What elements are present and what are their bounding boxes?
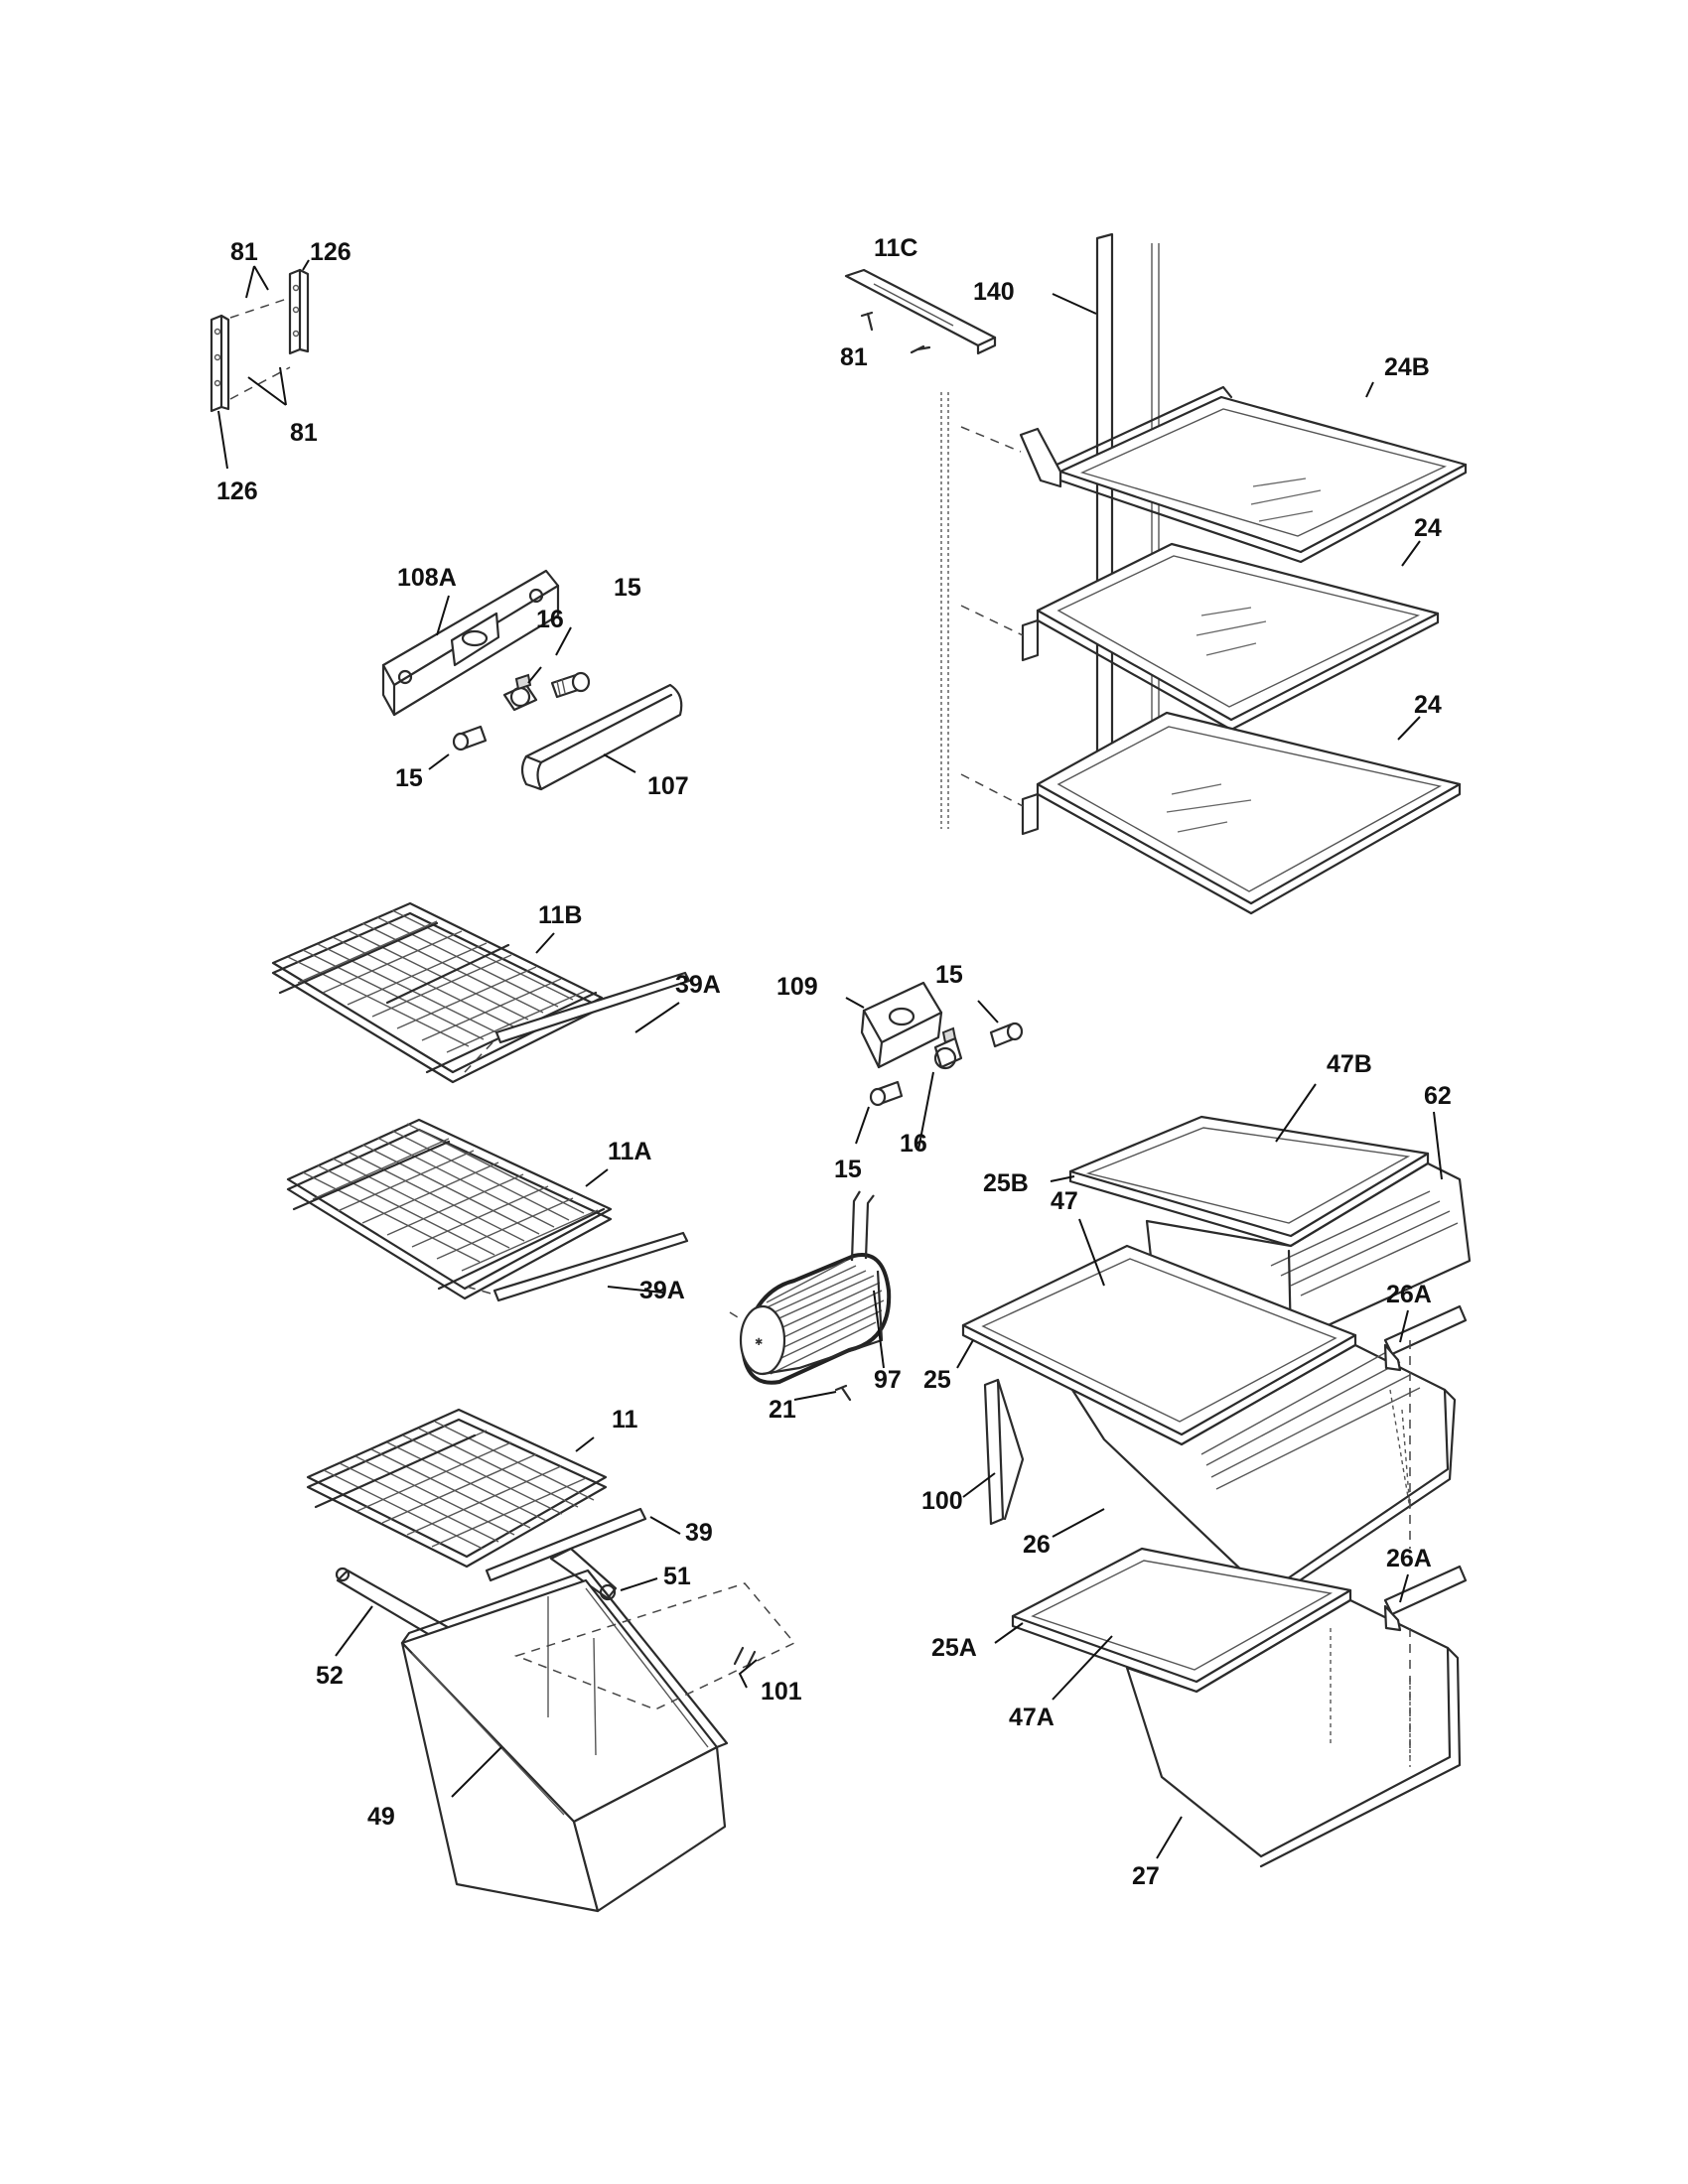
callout-11: 11 xyxy=(612,1406,638,1433)
drawer-stop-26a-lower xyxy=(1383,1565,1468,1632)
crisper-drawer-26 xyxy=(1070,1343,1457,1605)
part-101 xyxy=(513,1582,796,1710)
callout-47b: 47B xyxy=(1327,1050,1372,1078)
light-socket-16-upper xyxy=(502,673,538,712)
crisper-cover-47 xyxy=(961,1244,1357,1446)
callout-49: 49 xyxy=(367,1803,395,1831)
shelf-trim-39a-lower xyxy=(492,1231,689,1302)
heater-coil-97: ✱ xyxy=(739,1190,892,1385)
callout-47a: 47A xyxy=(1009,1704,1055,1731)
callout-39: 39 xyxy=(685,1519,713,1547)
callout-81: 81 xyxy=(230,238,258,266)
callout-126: 126 xyxy=(310,238,352,266)
crisper-cover-47a xyxy=(1011,1547,1352,1694)
callout-126: 126 xyxy=(216,478,258,505)
shelf-trim-39a-upper xyxy=(494,971,691,1044)
callout-15: 15 xyxy=(834,1156,862,1183)
callout-26a: 26A xyxy=(1386,1281,1432,1308)
light-bulb-15-right xyxy=(550,671,591,699)
callout-100: 100 xyxy=(921,1487,963,1515)
callout-25a: 25A xyxy=(931,1634,977,1662)
callout-39a: 39A xyxy=(639,1277,685,1304)
crisper-drawer-49 xyxy=(400,1569,729,1913)
screw-81-b xyxy=(910,344,931,354)
shelf-trim-39 xyxy=(485,1507,647,1582)
shelf-rail-140 xyxy=(1095,232,1160,780)
callout-140: 140 xyxy=(973,278,1015,306)
callout-109: 109 xyxy=(776,973,818,1001)
screw-81-a xyxy=(860,311,874,332)
crisper-drawer-27 xyxy=(1125,1598,1462,1868)
svg-text:✱: ✱ xyxy=(755,1337,763,1348)
callout-15: 15 xyxy=(395,764,423,792)
callout-24: 24 xyxy=(1414,691,1442,719)
callout-25: 25 xyxy=(923,1366,951,1394)
glass-shelf-24-lower xyxy=(1021,711,1462,915)
light-bulb-15-upper xyxy=(989,1022,1024,1048)
callout-101: 101 xyxy=(761,1678,802,1706)
glass-shelf-24b xyxy=(1019,385,1468,564)
callout-26a: 26A xyxy=(1386,1545,1432,1572)
glass-shelf-24-upper xyxy=(1021,542,1440,732)
light-housing-108a xyxy=(381,569,560,717)
callout-labels: 81 126 81 126 11C 140 81 24B 24 24 108A … xyxy=(216,234,1452,1890)
shelf-support-11c xyxy=(844,268,997,355)
callout-15: 15 xyxy=(935,961,963,989)
callout-52: 52 xyxy=(316,1662,344,1690)
callout-27: 27 xyxy=(1132,1862,1160,1890)
callout-25b: 25B xyxy=(983,1169,1029,1197)
light-bulb-15-left xyxy=(452,725,488,751)
callout-21: 21 xyxy=(769,1396,796,1424)
light-bulb-15-lower xyxy=(869,1080,904,1107)
callout-51: 51 xyxy=(663,1563,691,1590)
drawer-stop-26a-upper xyxy=(1383,1304,1468,1372)
callout-15: 15 xyxy=(614,574,641,602)
callout-24: 24 xyxy=(1414,514,1442,542)
hinge-bracket-126-lower xyxy=(210,314,230,413)
light-housing-109 xyxy=(860,981,943,1069)
hinge-bracket-126-upper xyxy=(288,268,310,355)
callout-16: 16 xyxy=(900,1130,927,1158)
light-socket-16-center xyxy=(933,1026,963,1070)
callout-107: 107 xyxy=(647,772,689,800)
callout-26: 26 xyxy=(1023,1531,1051,1559)
callout-16: 16 xyxy=(536,606,564,633)
light-cover-107 xyxy=(520,683,683,791)
callout-81: 81 xyxy=(840,343,868,371)
callout-62: 62 xyxy=(1424,1082,1452,1110)
wire-shelf-11b xyxy=(271,901,604,1084)
callout-24b: 24B xyxy=(1384,353,1430,381)
wire-shelf-11a xyxy=(286,1118,613,1300)
callout-108a: 108A xyxy=(397,564,457,592)
callout-39a: 39A xyxy=(675,971,721,999)
callout-11b: 11B xyxy=(538,901,582,929)
callout-11c: 11C xyxy=(874,234,917,262)
callout-11a: 11A xyxy=(608,1138,651,1165)
drawer-divider-100 xyxy=(983,1378,1025,1526)
callout-81: 81 xyxy=(290,419,318,447)
screw-21 xyxy=(834,1384,852,1402)
callout-97: 97 xyxy=(874,1366,902,1394)
wire-shelf-11 xyxy=(306,1408,608,1569)
callout-47: 47 xyxy=(1051,1187,1078,1215)
